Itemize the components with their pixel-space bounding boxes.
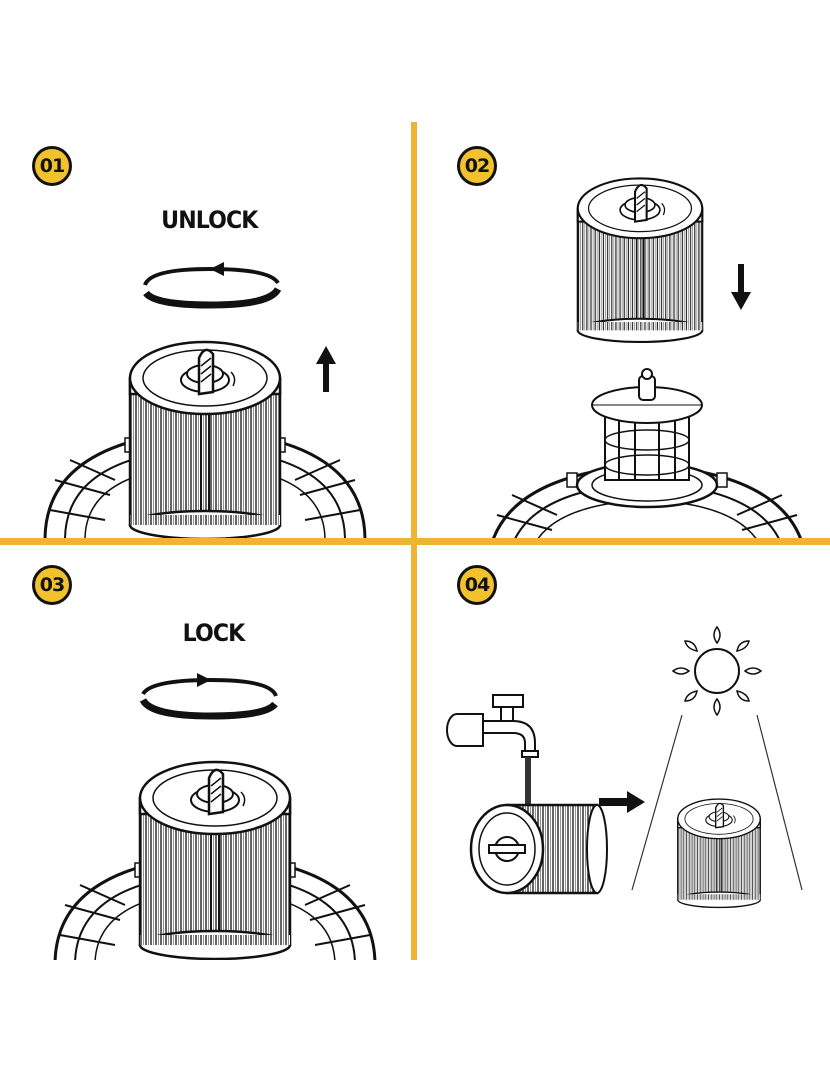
step-01-panel: 01 UNLOCK [0,122,411,538]
up-arrow-icon [316,346,336,392]
rotate-arrows-icon [133,673,293,723]
step-01-title: UNLOCK [161,206,258,234]
step-03-badge: 03 [32,565,72,605]
step-03-panel: 03 LOCK [0,545,411,960]
step-04-badge: 04 [457,565,497,605]
sun-icon [671,625,763,717]
step-02-badge: 02 [457,146,497,186]
filter-icon [576,177,704,344]
step-02-panel: 02 [417,122,830,538]
horizontal-divider [0,538,830,545]
right-arrow-icon [599,791,645,813]
filter-icon [469,803,608,895]
step-04-panel: 04 [417,545,830,960]
down-arrow-icon [731,264,751,310]
rotate-arrows-icon [132,262,292,312]
step-03-title: LOCK [182,619,246,647]
filter-icon [677,798,761,909]
sunbeam-lines [631,714,803,891]
filter-cage-base-icon [485,368,809,538]
filter-on-base-icon [43,340,367,538]
filter-on-base-icon [53,760,377,960]
step-01-badge: 01 [32,146,72,186]
